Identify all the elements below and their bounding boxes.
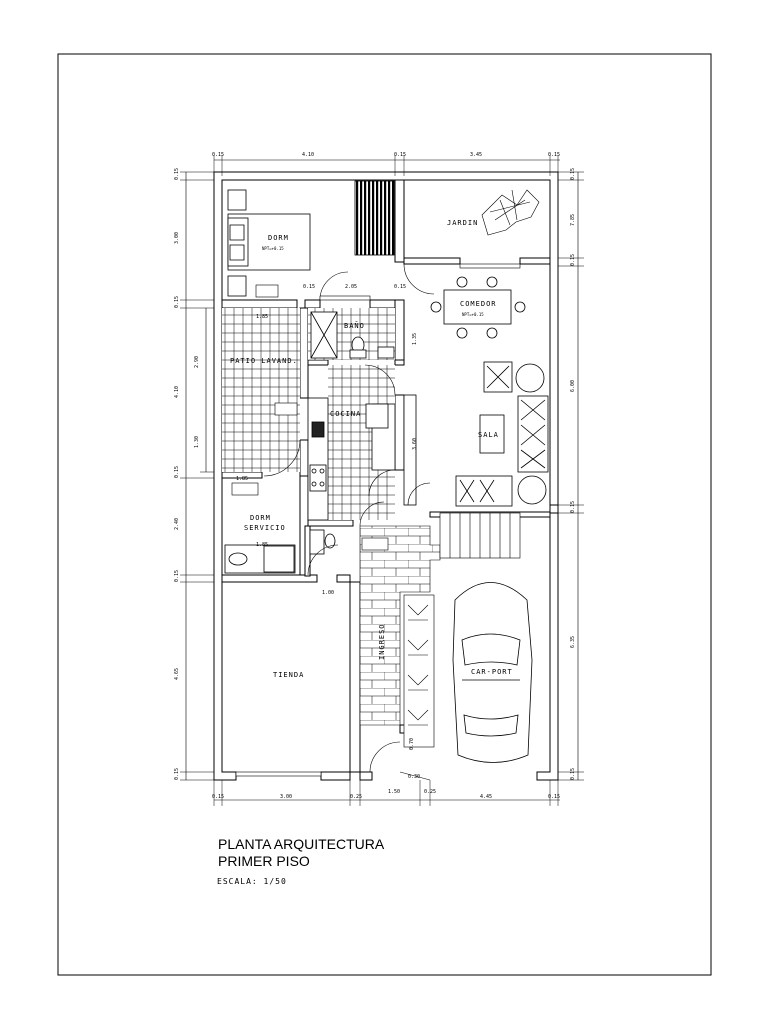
dimension-label: 0.15 <box>548 152 560 158</box>
dimension-label: 3.60 <box>412 438 418 450</box>
dimension-label: 2.90 <box>194 356 200 368</box>
dimension-label: 0.70 <box>409 738 415 750</box>
window-marks <box>231 263 521 777</box>
sheet-border <box>57 53 712 976</box>
label-jardin: JARDIN <box>447 219 478 227</box>
dimension-label: 1.00 <box>322 590 334 596</box>
dimension-label: 0.15 <box>394 152 406 158</box>
dimension-label: 1.85 <box>236 476 248 482</box>
ingreso-paving <box>359 525 441 726</box>
interior-walls <box>221 179 559 773</box>
planters <box>403 594 435 748</box>
dimension-label: 0.15 <box>174 466 180 478</box>
dimension-label: 1.85 <box>256 314 268 320</box>
left-dimensions: 0.15 3.00 0.15 4.10 2.90 1.30 0.15 2.40 … <box>174 168 200 780</box>
label-carport: CAR-PORT <box>471 668 513 676</box>
interior-dimensions: 2.05 0.15 0.15 1.85 1.85 1.85 1.00 3.60 … <box>236 284 420 780</box>
dimension-label: 0.30 <box>408 774 420 780</box>
plan-title-line1: PLANTA ARQUITECTURA <box>218 836 385 852</box>
dimension-label: 0.15 <box>212 152 224 158</box>
dimension-label: 0.15 <box>570 254 576 266</box>
dimension-label: 0.15 <box>570 768 576 780</box>
dimension-label: 0.15 <box>548 794 560 800</box>
garden-plant <box>481 189 540 236</box>
right-dimensions: 0.15 7.85 0.15 6.00 0.15 6.35 0.15 <box>570 168 576 780</box>
car-outline <box>452 582 533 763</box>
plan-title-line2: PRIMER PISO <box>218 853 310 869</box>
stair-block <box>354 180 395 256</box>
top-dimensions: 0.15 4.10 0.15 3.45 0.15 <box>212 152 560 158</box>
dimension-label: 1.30 <box>194 436 200 448</box>
dimension-label: 7.85 <box>570 214 576 226</box>
label-dorm: DORM <box>268 234 289 242</box>
label-dorm-servicio-2: SERVICIO <box>244 524 286 532</box>
dimension-label: 0.15 <box>174 570 180 582</box>
door-swings <box>263 263 435 781</box>
plan-scale: ESCALA: 1/50 <box>217 877 287 886</box>
dimension-label: 0.25 <box>350 794 362 800</box>
dimension-label: 1.85 <box>256 542 268 548</box>
label-dorm-servicio-1: DORM <box>250 514 271 522</box>
bath-fixtures <box>309 311 395 555</box>
bottom-dimensions: 0.15 3.00 0.25 1.50 0.25 4.45 0.15 <box>212 789 560 800</box>
dimension-label: 0.25 <box>424 789 436 795</box>
dimension-label: 3.45 <box>470 152 482 158</box>
dimension-label: 4.10 <box>174 386 180 398</box>
dimension-label: 2.40 <box>174 518 180 530</box>
service-bed <box>224 544 296 574</box>
dimension-label: 6.00 <box>570 380 576 392</box>
dimension-label: 0.15 <box>570 501 576 513</box>
dimension-label: 3.00 <box>174 232 180 244</box>
dimension-label: 0.15 <box>212 794 224 800</box>
dimension-label: 1.50 <box>388 789 400 795</box>
dimension-label: 4.45 <box>480 794 492 800</box>
kitchen-counters <box>307 394 417 521</box>
living-set <box>455 361 549 507</box>
dimension-label: 4.65 <box>174 668 180 680</box>
label-patio: PATIO LAVAND. <box>230 357 298 365</box>
exterior-walls <box>213 171 559 781</box>
dimension-label: 1.35 <box>412 333 418 345</box>
label-ingreso: INGRESO <box>378 623 386 660</box>
label-comedor-spec: NPT=+0.15 <box>462 312 484 317</box>
dimension-label: 6.35 <box>570 636 576 648</box>
bed <box>227 189 311 297</box>
label-bano: BAÑO <box>344 321 365 330</box>
dimension-label: 0.15 <box>394 284 406 290</box>
dimension-label: 0.15 <box>303 284 315 290</box>
dimension-label: 4.10 <box>302 152 314 158</box>
dimension-label: 3.00 <box>280 794 292 800</box>
dimension-label: 0.15 <box>570 168 576 180</box>
dining-table <box>430 276 526 339</box>
dimension-label: 2.05 <box>345 284 357 290</box>
dimension-label: 0.15 <box>174 768 180 780</box>
label-cocina: COCINA <box>330 410 361 418</box>
label-tienda: TIENDA <box>273 671 304 679</box>
label-sala: SALA <box>478 431 499 439</box>
dimension-label: 0.15 <box>174 296 180 308</box>
label-dorm-spec: NPT=+0.15 <box>262 246 284 251</box>
patio-tile <box>222 308 300 472</box>
entry-stairs <box>439 512 521 559</box>
dimension-label: 0.15 <box>174 168 180 180</box>
label-comedor: COMEDOR <box>460 300 497 308</box>
